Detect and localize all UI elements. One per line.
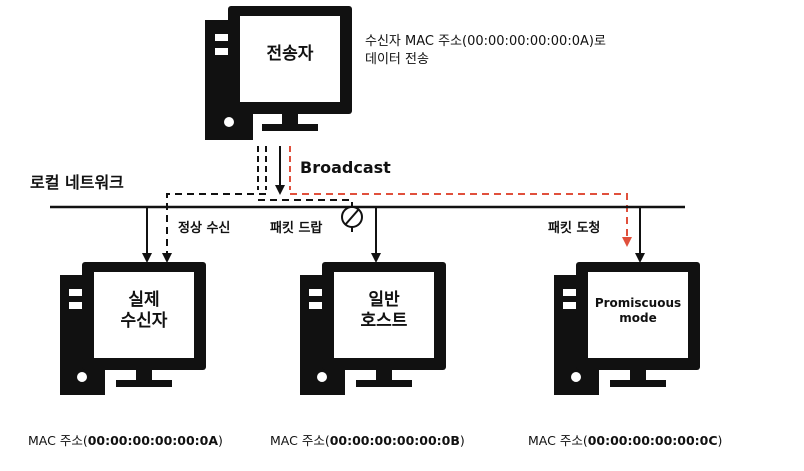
host-1-label: 실제 수신자 [94, 290, 194, 333]
host-1-label-line-1: 실제 [128, 290, 160, 310]
host-2-mac: MAC 주소(00:00:00:00:00:0B) [270, 433, 465, 448]
host-2-label-line-2: 호스트 [360, 311, 408, 332]
normal-receive-path [162, 193, 266, 263]
network-label: 로컬 네트워크 [30, 173, 124, 192]
host-actual-receiver [60, 262, 206, 395]
host-3-label-line-1: Promiscuous [594, 296, 682, 310]
host-2-label: 일반 호스트 [334, 290, 434, 333]
packet-sniff-label: 패킷 도청 [548, 221, 601, 236]
sniff-path [290, 193, 632, 247]
packet-drop-label: 패킷 드랍 [270, 221, 323, 236]
broadcast-label: Broadcast [300, 158, 391, 177]
normal-receive-label: 정상 수신 [178, 221, 231, 236]
host-3-label-line-2: mode [619, 311, 657, 325]
host-3-mac: MAC 주소(00:00:00:00:00:0C) [528, 433, 723, 448]
host-ordinary [300, 262, 446, 395]
host-3-label: Promiscuous mode [588, 296, 688, 326]
sender-note-line-2: 데이터 전송 [365, 52, 429, 67]
sender-label: 전송자 [266, 44, 314, 64]
drop-forbidden-icon [341, 206, 363, 228]
host-1-mac: MAC 주소(00:00:00:00:00:0A) [28, 433, 223, 448]
host-2-label-line-1: 일반 [368, 290, 400, 310]
sender-note-line-1: 수신자 MAC 주소(00:00:00:00:00:0A)로 [365, 34, 606, 49]
host-1-label-line-2: 수신자 [120, 311, 168, 332]
host-promiscuous [554, 262, 700, 395]
sender-computer [205, 6, 352, 140]
